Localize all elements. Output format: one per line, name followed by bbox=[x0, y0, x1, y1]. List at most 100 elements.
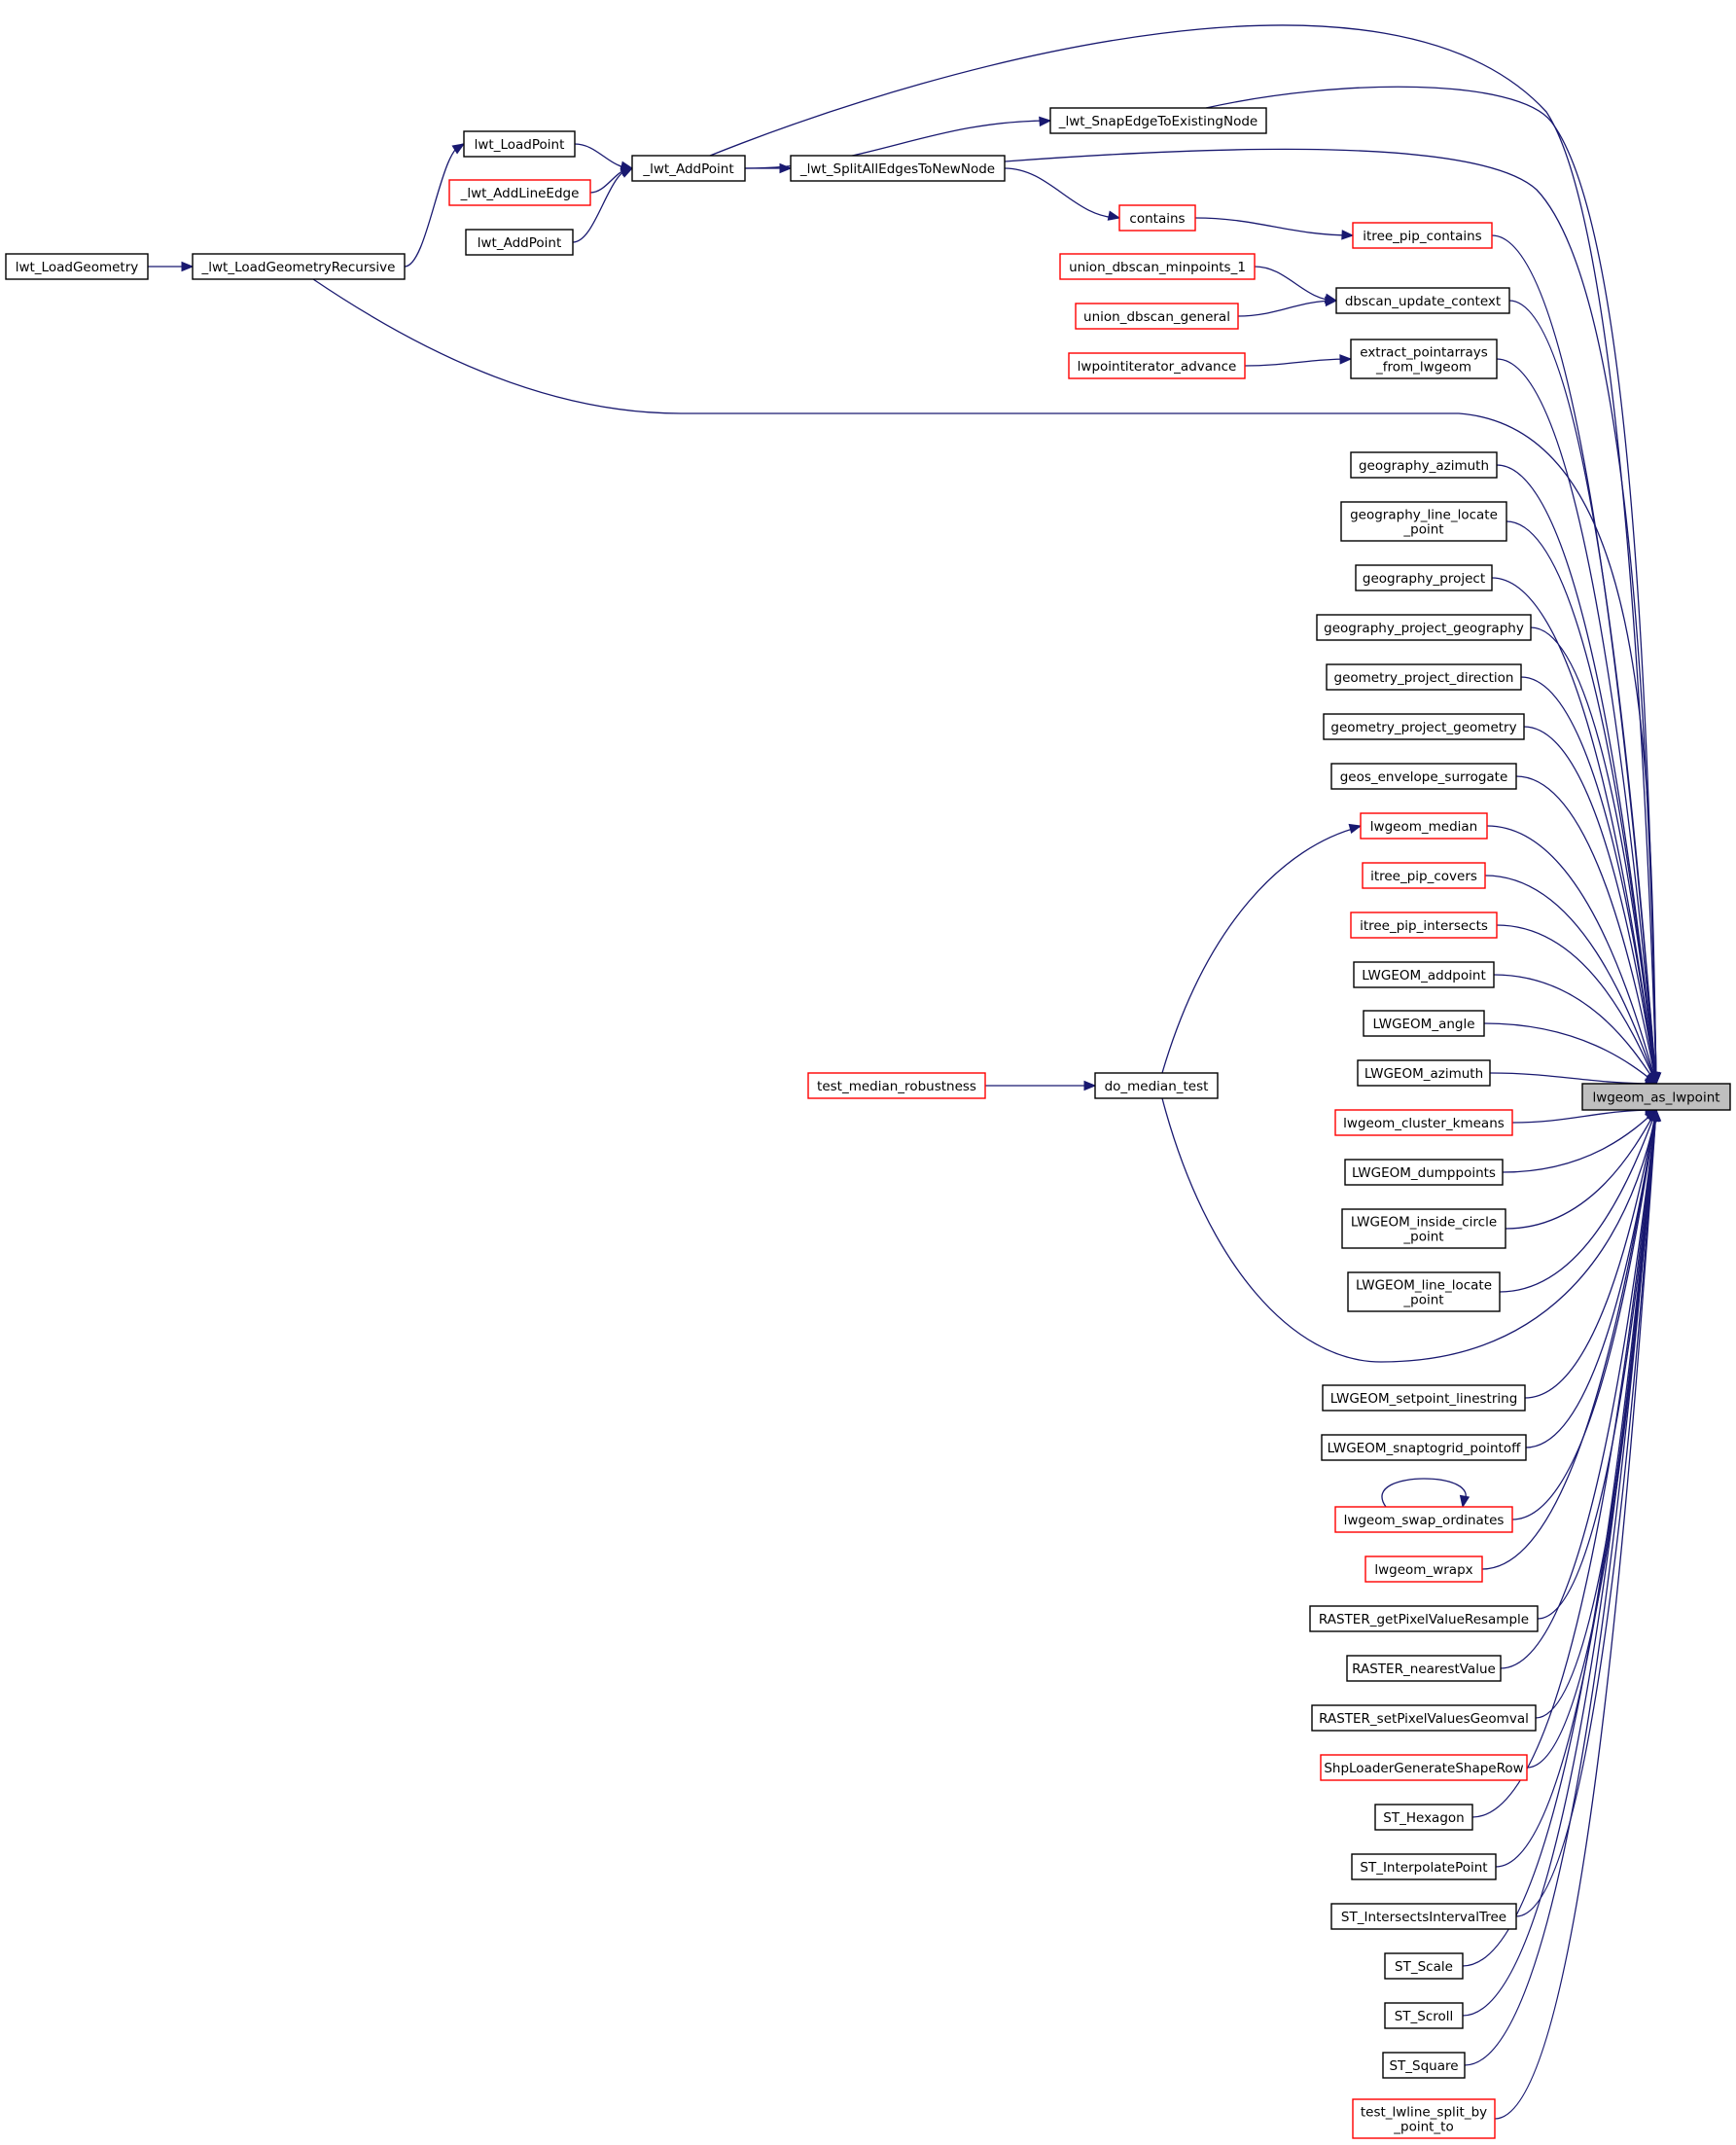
node-itree_pip_covers[interactable]: itree_pip_covers bbox=[1362, 862, 1486, 889]
node-box bbox=[463, 130, 576, 158]
node-box bbox=[1384, 1952, 1464, 1980]
node-geos_envelope_surrogate[interactable]: geos_envelope_surrogate bbox=[1330, 763, 1517, 790]
node-LWGEOM_addpoint[interactable]: LWGEOM_addpoint bbox=[1353, 961, 1495, 988]
node-geography_line_locate_point[interactable]: geography_line_locate_point bbox=[1340, 501, 1507, 542]
edge-line bbox=[1483, 1022, 1657, 1085]
node-_lwt_AddLineEdge[interactable]: _lwt_AddLineEdge bbox=[448, 179, 591, 206]
node-RASTER_getPixelValueResample[interactable]: RASTER_getPixelValueResample bbox=[1309, 1605, 1539, 1632]
node-root[interactable]: lwgeom_as_lwpoint bbox=[1581, 1083, 1731, 1111]
edge-line bbox=[1205, 86, 1657, 1082]
node-box bbox=[1350, 451, 1498, 479]
node-box bbox=[1363, 1010, 1485, 1037]
node-label: geography_project_geography bbox=[1324, 621, 1524, 636]
edge-line bbox=[1524, 1109, 1657, 1399]
node-ST_InterpolatePoint[interactable]: ST_InterpolatePoint bbox=[1351, 1853, 1497, 1880]
edge-line bbox=[1489, 1072, 1657, 1085]
node-geography_project_geography[interactable]: geography_project_geography bbox=[1316, 614, 1532, 641]
node-lwpointiterator_advance[interactable]: lwpointiterator_advance bbox=[1068, 352, 1246, 379]
node-contains[interactable]: contains bbox=[1118, 204, 1196, 232]
node-_lwt_LoadGeometryRecursive[interactable]: _lwt_LoadGeometryRecursive bbox=[192, 253, 406, 280]
node-label: _lwt_SnapEdgeToExistingNode bbox=[1058, 114, 1258, 129]
node-LWGEOM_inside_circle_point[interactable]: LWGEOM_inside_circle_point bbox=[1341, 1208, 1506, 1249]
node-_lwt_SplitAllEdgesToNewNode[interactable]: _lwt_SplitAllEdgesToNewNode bbox=[790, 155, 1006, 182]
node-LWGEOM_azimuth[interactable]: LWGEOM_azimuth bbox=[1357, 1059, 1491, 1087]
node-label: LWGEOM_snaptogrid_pointoff bbox=[1328, 1441, 1522, 1456]
edge-line bbox=[1523, 726, 1657, 1085]
node-lwt_AddPoint[interactable]: lwt_AddPoint bbox=[465, 229, 574, 256]
node-label: RASTER_getPixelValueResample bbox=[1319, 1612, 1529, 1627]
node-geography_project[interactable]: geography_project bbox=[1355, 564, 1493, 591]
node-box bbox=[1362, 862, 1486, 889]
node-geometry_project_direction[interactable]: geometry_project_direction bbox=[1326, 663, 1522, 691]
node-LWGEOM_angle[interactable]: LWGEOM_angle bbox=[1363, 1010, 1485, 1037]
node-label: union_dbscan_minpoints_1 bbox=[1069, 260, 1246, 275]
node-label: lwgeom_cluster_kmeans bbox=[1343, 1116, 1505, 1131]
edge-line bbox=[1462, 1109, 1657, 2017]
node-ST_Hexagon[interactable]: ST_Hexagon bbox=[1374, 1804, 1473, 1831]
edge-arrowhead bbox=[1039, 116, 1052, 127]
node-union_dbscan_minpoints_1[interactable]: union_dbscan_minpoints_1 bbox=[1059, 253, 1256, 280]
node-ShpLoaderGenerateShapeRow[interactable]: ShpLoaderGenerateShapeRow bbox=[1320, 1754, 1528, 1781]
node-ST_Scale[interactable]: ST_Scale bbox=[1384, 1952, 1464, 1980]
node-dbscan_update_context[interactable]: dbscan_update_context bbox=[1335, 287, 1510, 314]
node-label: ST_IntersectsIntervalTree bbox=[1341, 1910, 1506, 1925]
node-box bbox=[1321, 1434, 1527, 1461]
node-label: ST_Square bbox=[1389, 2058, 1458, 2074]
node-label: _lwt_LoadGeometryRecursive bbox=[201, 260, 396, 275]
edge-line bbox=[1381, 1478, 1467, 1508]
edge-itree_pip_covers-to-root bbox=[1484, 875, 1658, 1086]
node-_lwt_AddPoint[interactable]: _lwt_AddPoint bbox=[631, 155, 746, 182]
node-ST_IntersectsIntervalTree[interactable]: ST_IntersectsIntervalTree bbox=[1330, 1903, 1517, 1930]
node-label: LWGEOM_setpoint_linestring bbox=[1330, 1391, 1518, 1407]
node-geometry_project_geometry[interactable]: geometry_project_geometry bbox=[1323, 713, 1525, 740]
node-itree_pip_intersects[interactable]: itree_pip_intersects bbox=[1350, 912, 1498, 939]
node-geography_azimuth[interactable]: geography_azimuth bbox=[1350, 451, 1498, 479]
node-ST_Scroll[interactable]: ST_Scroll bbox=[1384, 2002, 1464, 2029]
edge-line bbox=[1526, 1109, 1657, 1769]
node-test_lwline_split_by_point_to[interactable]: test_lwline_split_by_point_to bbox=[1352, 2098, 1496, 2139]
node-RASTER_nearestValue[interactable]: RASTER_nearestValue bbox=[1346, 1655, 1502, 1682]
node-label: lwgeom_median bbox=[1370, 819, 1477, 835]
node-lwt_LoadGeometry[interactable]: lwt_LoadGeometry bbox=[5, 253, 149, 280]
node-union_dbscan_general[interactable]: union_dbscan_general bbox=[1075, 303, 1239, 330]
node-label: test_lwline_split_by bbox=[1361, 2105, 1487, 2121]
node-lwt_LoadPoint[interactable]: lwt_LoadPoint bbox=[463, 130, 576, 158]
edge-line bbox=[1515, 1109, 1657, 1917]
edge-line bbox=[1161, 826, 1361, 1074]
edge-arrowhead bbox=[1348, 823, 1363, 835]
edge-ST_IntersectsIntervalTree-to-root bbox=[1515, 1108, 1661, 1917]
edge-line bbox=[1491, 577, 1657, 1085]
edges-layer bbox=[147, 24, 1662, 2120]
node-test_median_robustness[interactable]: test_median_robustness bbox=[807, 1072, 986, 1099]
edge-arrowhead bbox=[1107, 210, 1121, 221]
node-box bbox=[1360, 812, 1488, 840]
node-lwgeom_wrapx[interactable]: lwgeom_wrapx bbox=[1364, 1555, 1483, 1583]
node-label: extract_pointarrays bbox=[1360, 345, 1488, 361]
edge-line bbox=[709, 24, 1657, 1082]
edge-line bbox=[1496, 464, 1657, 1085]
edge-arrowhead bbox=[1649, 1108, 1661, 1122]
node-label: contains bbox=[1129, 211, 1185, 227]
node-box bbox=[1068, 352, 1246, 379]
node-do_median_test[interactable]: do_median_test bbox=[1094, 1072, 1219, 1099]
node-extract_pointarrays[interactable]: extract_pointarrays_from_lwgeom bbox=[1350, 339, 1498, 379]
edge-arrowhead bbox=[1083, 1080, 1097, 1091]
node-LWGEOM_dumppoints[interactable]: LWGEOM_dumppoints bbox=[1344, 1159, 1504, 1186]
node-LWGEOM_setpoint_linestring[interactable]: LWGEOM_setpoint_linestring bbox=[1322, 1384, 1526, 1412]
node-lwgeom_cluster_kmeans[interactable]: lwgeom_cluster_kmeans bbox=[1334, 1109, 1513, 1136]
edge-lwt_LoadPoint-to-_lwt_AddPoint bbox=[574, 143, 634, 171]
node-box bbox=[1323, 713, 1525, 740]
node-box bbox=[1334, 1506, 1513, 1533]
node-ST_Square[interactable]: ST_Square bbox=[1382, 2052, 1466, 2079]
node-LWGEOM_snaptogrid_pointoff[interactable]: LWGEOM_snaptogrid_pointoff bbox=[1321, 1434, 1527, 1461]
node-itree_pip_contains[interactable]: itree_pip_contains bbox=[1352, 222, 1493, 249]
node-box bbox=[631, 155, 746, 182]
node-LWGEOM_line_locate_point[interactable]: LWGEOM_line_locate_point bbox=[1347, 1271, 1501, 1312]
node-label: itree_pip_contains bbox=[1363, 229, 1481, 244]
node-RASTER_setPixelValuesGeomval[interactable]: RASTER_setPixelValuesGeomval bbox=[1311, 1704, 1537, 1732]
node-lwgeom_median[interactable]: lwgeom_median bbox=[1360, 812, 1488, 840]
edge-line bbox=[1500, 1109, 1657, 1669]
node-_lwt_SnapEdgeToExistingNode[interactable]: _lwt_SnapEdgeToExistingNode bbox=[1049, 107, 1267, 134]
node-box bbox=[1059, 253, 1256, 280]
node-lwgeom_swap_ordinates[interactable]: lwgeom_swap_ordinates bbox=[1334, 1506, 1513, 1533]
